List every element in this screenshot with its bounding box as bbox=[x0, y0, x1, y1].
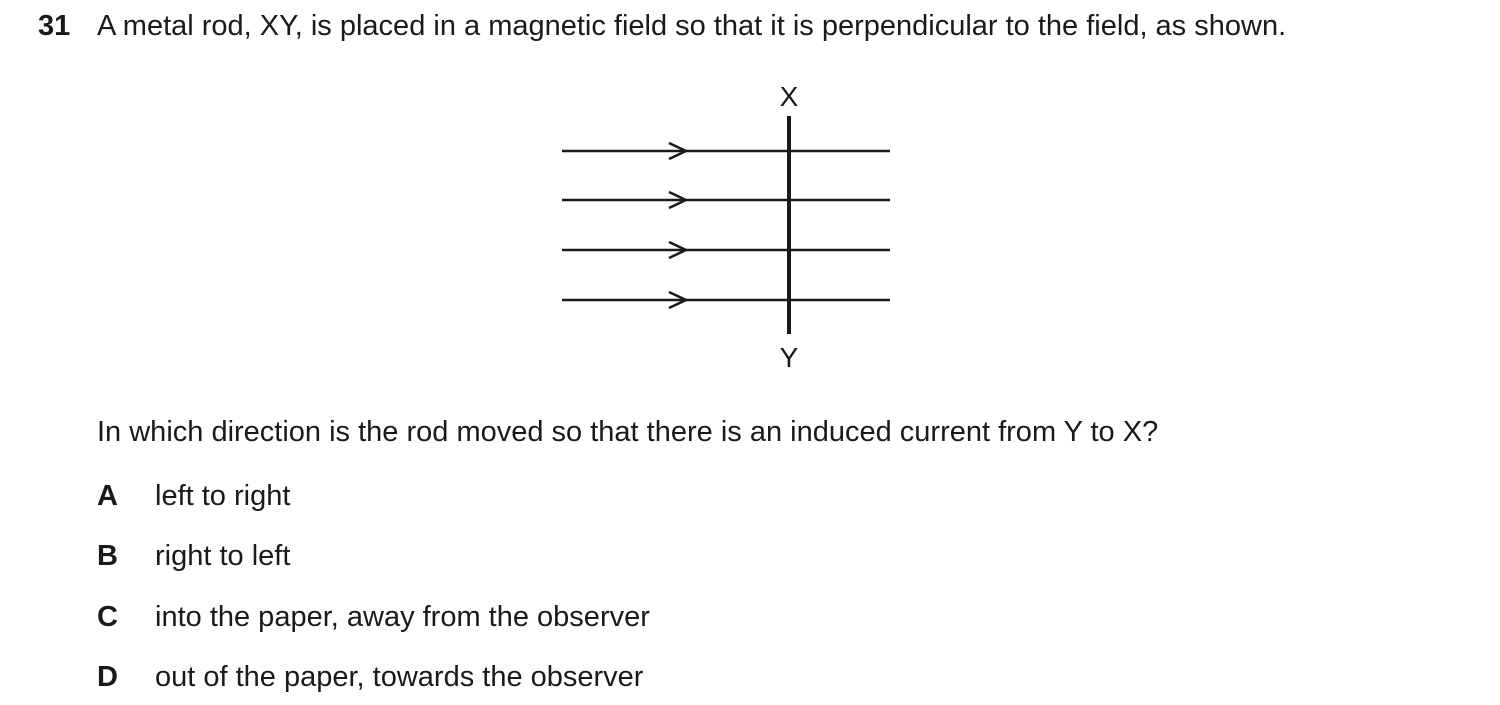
question-prompt: In which direction is the rod moved so t… bbox=[97, 416, 1159, 448]
arrowhead-icon bbox=[668, 141, 689, 161]
option-letter: C bbox=[97, 601, 118, 633]
rod-label-y: Y bbox=[780, 342, 799, 373]
question-stem: A metal rod, XY, is placed in a magnetic… bbox=[97, 10, 1287, 42]
field-lines bbox=[562, 149, 890, 302]
arrowhead-icon bbox=[668, 190, 689, 210]
arrowhead-icon bbox=[668, 290, 689, 310]
option-text: into the paper, away from the observer bbox=[155, 601, 650, 633]
option-text: right to left bbox=[155, 540, 291, 572]
arrowhead-icon bbox=[668, 240, 689, 260]
option-text: left to right bbox=[155, 480, 291, 512]
option-letter: D bbox=[97, 661, 118, 693]
option-letter: A bbox=[97, 480, 118, 512]
field-arrowheads bbox=[668, 141, 689, 310]
option-letter: B bbox=[97, 540, 118, 572]
question-number: 31 bbox=[38, 10, 71, 42]
rod-label-x: X bbox=[780, 81, 799, 112]
option-text: out of the paper, towards the observer bbox=[155, 661, 644, 693]
